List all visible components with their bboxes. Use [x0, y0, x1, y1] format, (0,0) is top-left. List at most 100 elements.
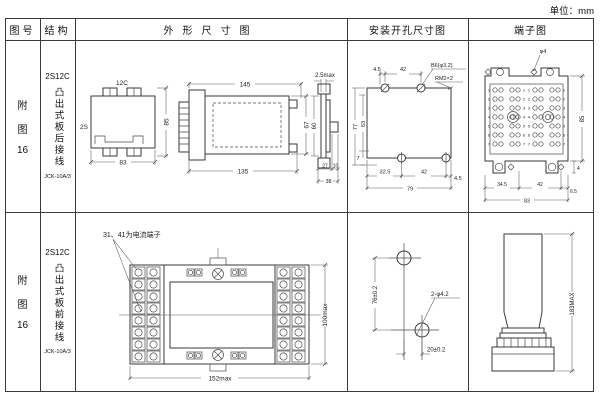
mounting-dimensions: 4.5 42 B6(φ3.2) RM2×2 77 63 7 32.5 42 4.… [352, 63, 466, 193]
header-terminal: 端子图 [514, 25, 547, 37]
dim-vertical-pitch: 76±0.2 [373, 285, 379, 304]
svg-text:5: 5 [523, 124, 526, 129]
dim-foot-height: 4 [577, 166, 580, 172]
svg-text:7: 7 [563, 142, 566, 147]
structure-row2: 2S12C 凸出式板前接线 JCK-10A/3 [40, 212, 75, 391]
svg-text:3: 3 [563, 106, 566, 111]
dim-bottom-total: 79 [407, 187, 413, 193]
outline2-dimensions: 152max 100max [128, 262, 329, 383]
terminal-dimensions: φ4 85 4 34.5 42 6.5 83 [483, 49, 586, 205]
front-view: 12C 2S 83 85 [80, 80, 170, 167]
mount-type-label: 凸出式板前接线 [52, 262, 64, 344]
fig-char: 附 [17, 276, 28, 287]
svg-text:1: 1 [488, 88, 491, 93]
unit-label: 单位：mm [549, 6, 594, 17]
terminal-field [489, 83, 564, 155]
dim-side-height: 67 [304, 121, 311, 129]
svg-text:3: 3 [488, 106, 491, 111]
dim-width-max: 152max [208, 376, 232, 383]
header-mounting: 安装开孔尺寸图 [369, 25, 446, 37]
mounting2-dimensions: 76±0.2 20±0.2 2-φ4.2 [372, 255, 460, 357]
relay-type-label: JCK-10A/3 [44, 349, 71, 356]
svg-text:2: 2 [528, 97, 531, 102]
svg-text:5: 5 [563, 124, 566, 129]
fig-char: 图 [17, 124, 28, 136]
model-label: 2S12C [45, 72, 70, 82]
dim-front-top: 12C [116, 80, 128, 87]
mounting-holes [380, 83, 451, 164]
dim-terminal-height: 85 [580, 115, 586, 122]
plate-fasteners [484, 68, 565, 172]
dim-bottom-1: 32.5 [380, 170, 391, 176]
model-label: 2S12C [45, 247, 70, 257]
outline-drawing-front-wiring: 31、41为电流端子 [103, 230, 329, 383]
table-bottom-border [5, 391, 594, 392]
structure-row1: 2S12C 凸出式板后接线 JCK-10A/3 [40, 40, 75, 212]
right-terminal-block [274, 264, 310, 365]
fig-num: 16 [16, 320, 29, 331]
dim-top-span: 42 [400, 67, 406, 73]
col-line-3 [347, 18, 348, 392]
terminal-diagram-rear-wiring: 1 1 1 1 2 2 2 2 3 3 3 3 4 4 4 4 5 5 5 5 … [483, 49, 586, 205]
terminal2-dimensions: 183MAX [544, 231, 576, 374]
center-body [119, 248, 321, 372]
table-top-border [5, 18, 594, 19]
profile-view: 2.5max 60 27 10 38 [311, 73, 340, 185]
side-view: 145 135 67 [178, 82, 311, 176]
dim-height-max: 100max [322, 303, 329, 327]
dim-side-overall: 145 [240, 82, 251, 89]
dim-left-foot: 7 [356, 156, 359, 162]
svg-text:4: 4 [523, 115, 526, 120]
svg-text:3: 3 [528, 106, 531, 111]
header-fig-no: 图号 [9, 25, 36, 37]
col-line-2 [75, 18, 76, 392]
svg-text:6: 6 [528, 133, 531, 138]
col-line-1 [40, 18, 41, 392]
fig-char: 附 [17, 100, 28, 112]
header-outline: 外形尺寸图 [163, 25, 259, 37]
svg-text:2: 2 [523, 97, 526, 102]
svg-text:6: 6 [488, 133, 491, 138]
relay-side-silhouette [491, 233, 555, 372]
dim-profile-total: 38 [325, 179, 331, 185]
table-right-border [593, 18, 594, 392]
table-left-border [5, 18, 6, 392]
svg-text:7: 7 [488, 142, 491, 147]
dim-term-b3: 6.5 [570, 189, 577, 195]
svg-text:3: 3 [523, 106, 526, 111]
dim-bottom-3: 4.5 [454, 176, 462, 182]
fig-no-row1: 附 图 16 [5, 40, 40, 212]
svg-text:5: 5 [488, 124, 491, 129]
terminal-plate-outline [484, 67, 569, 174]
svg-text:6: 6 [523, 133, 526, 138]
fig-no-row2: 附 图 16 [5, 212, 40, 391]
row-divider [5, 212, 594, 213]
outline-drawing-rear-wiring: 12C 2S 83 85 145 135 [80, 73, 340, 185]
dim-side-body: 135 [238, 169, 249, 176]
dim-front-side: 2S [80, 124, 89, 131]
terminal-numbers: 1 1 1 1 2 2 2 2 3 3 3 3 4 4 4 4 5 5 5 5 … [488, 88, 566, 147]
dim-front-width: 83 [119, 160, 127, 167]
svg-text:4: 4 [488, 115, 491, 120]
dim-overall-height: 183MAX [570, 292, 576, 315]
dim-term-b1: 34.5 [497, 182, 507, 188]
dim-profile-d1: 27 [322, 164, 328, 170]
svg-text:5: 5 [528, 124, 531, 129]
terminal-diagram-front-wiring: 183MAX [491, 231, 576, 374]
svg-text:6: 6 [563, 133, 566, 138]
svg-text:2: 2 [488, 97, 491, 102]
mount-type-label: 凸出式板后接线 [52, 87, 64, 168]
dim-horizontal-pitch: 20±0.2 [427, 348, 446, 354]
svg-text:1: 1 [523, 88, 526, 93]
dim-profile-d2: 10 [333, 164, 339, 170]
svg-text:2: 2 [563, 97, 566, 102]
dim-left-inner: 63 [361, 121, 367, 127]
thread-spec-label: RM2×2 [435, 76, 453, 82]
hole-spec-label: 2-φ4.2 [431, 292, 449, 298]
dim-term-total: 83 [524, 199, 530, 205]
svg-text:4: 4 [528, 115, 531, 120]
panel-cutout [366, 87, 452, 159]
svg-text:7: 7 [523, 142, 526, 147]
dim-profile-panel: 2.5max [315, 73, 335, 79]
